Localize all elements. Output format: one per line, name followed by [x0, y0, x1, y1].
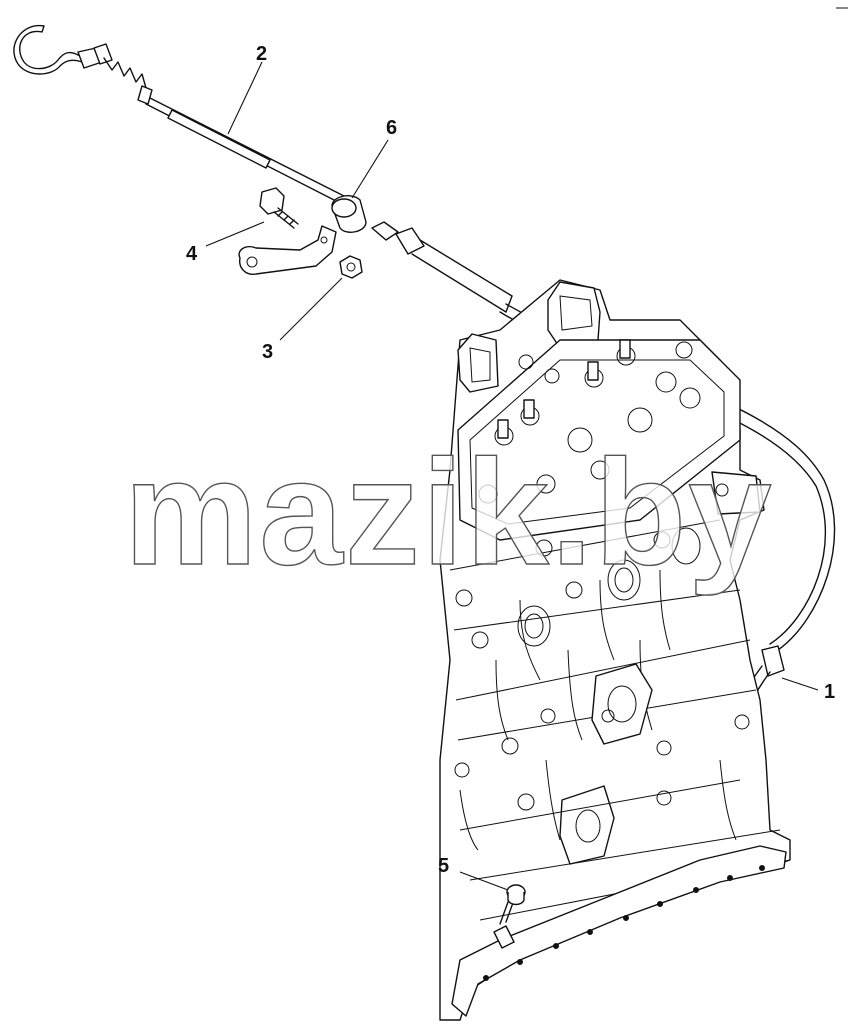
callouts: 2 6 4 3 5 1 — [186, 43, 835, 877]
callout-5: 5 — [438, 855, 449, 877]
dipstick-part — [13, 24, 345, 203]
tube-clamp-part — [331, 195, 367, 233]
bolt-part — [259, 187, 299, 229]
callout-1: 1 — [824, 681, 835, 703]
callout-2: 2 — [256, 43, 267, 65]
lower-bosses — [454, 708, 750, 811]
watermark-text: mazik.by — [124, 428, 774, 596]
upper-bosses — [455, 460, 671, 649]
engine-block — [439, 279, 791, 1021]
callout-4: 4 — [186, 243, 198, 265]
nut-part — [339, 255, 363, 279]
pan-bolt-holes — [483, 865, 765, 981]
callout-6: 6 — [386, 117, 397, 139]
leader-lines — [205, 61, 819, 891]
bracket-part — [238, 225, 337, 275]
callout-3: 3 — [262, 341, 273, 363]
valve-studs — [494, 339, 701, 453]
plug-part — [506, 884, 526, 906]
